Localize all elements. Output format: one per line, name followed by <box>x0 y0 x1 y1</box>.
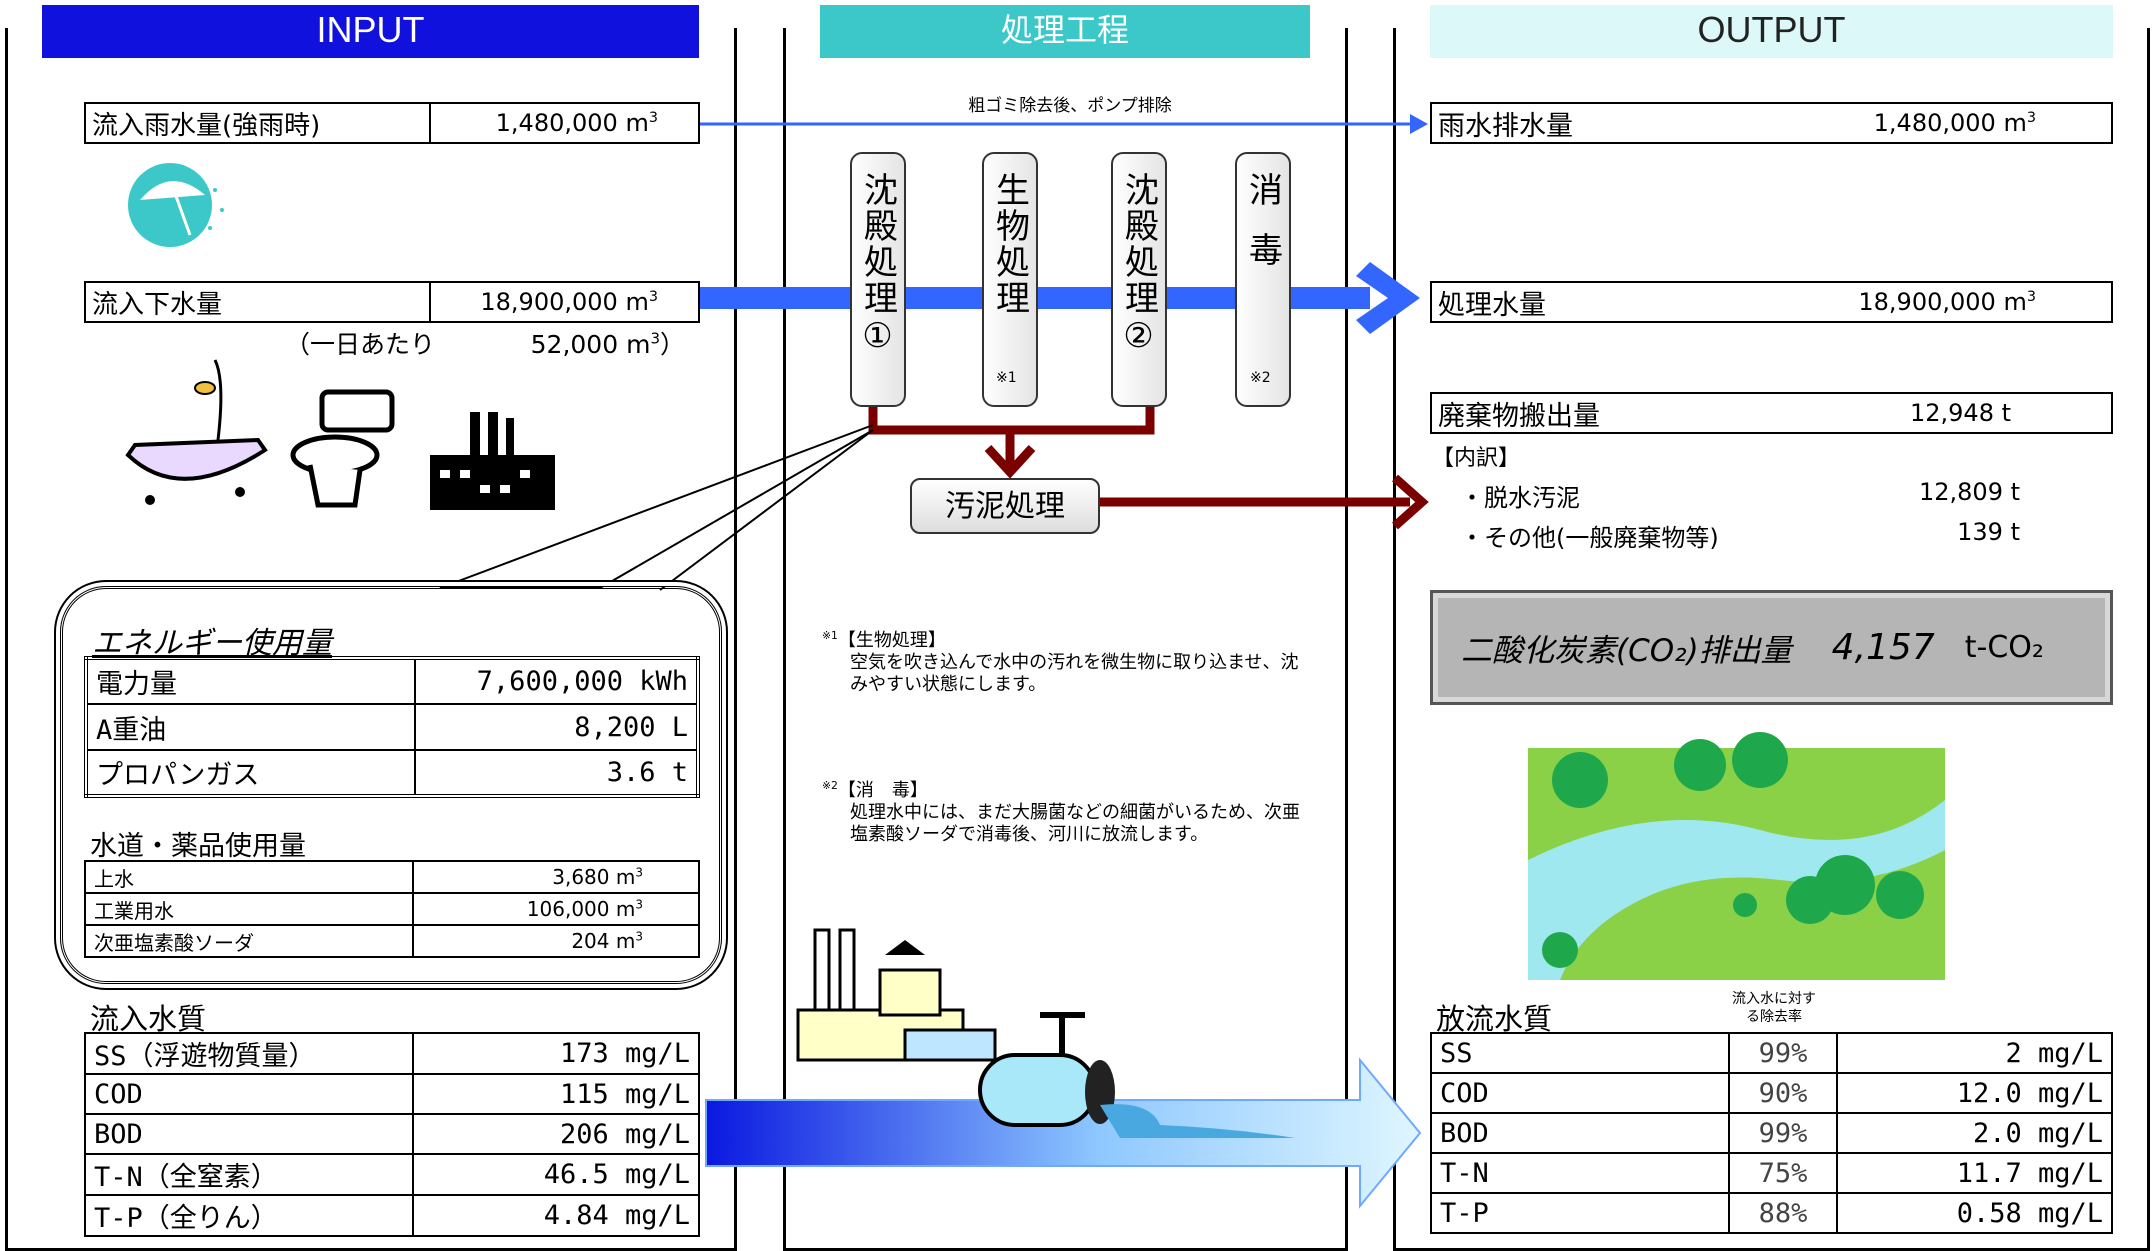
process-header: 処理工程 <box>820 5 1310 58</box>
co2-unit: t-CO₂ <box>1964 630 2044 665</box>
energy-title: エネルギー使用量 <box>92 626 332 661</box>
bathtub-icon <box>125 359 268 505</box>
output-treated-value: 18,900,000 <box>1858 288 1996 316</box>
note-disinfection: ※2【消 毒】 処理水中には、まだ大腸菌などの細菌がいるため、次亜塩素酸ソーダで… <box>822 779 1300 845</box>
output-rain-box: 雨水排水量 1,480,000 m3 <box>1430 102 2113 144</box>
biological-note-mark: ※1 <box>996 370 1017 386</box>
sewage-arrow-head <box>1356 262 1420 334</box>
note-biological: ※1【生物処理】 空気を吹き込んで水中の汚れを微生物に取り込ませ、沈みやすい状態… <box>822 629 1299 695</box>
discharge-arrow <box>705 1057 1422 1209</box>
input-sewage-label: 流入下水量 <box>86 283 431 321</box>
treatment-plant-icon <box>796 928 997 1062</box>
process-step-sedimentation-2: 沈殿処理② <box>1111 152 1167 407</box>
sludge-down-arrow <box>984 444 1036 479</box>
output-rain-label: 雨水排水量 <box>1438 110 1573 142</box>
disinfection-note-mark: ※2 <box>1250 370 1271 386</box>
energy-bubble <box>60 586 722 984</box>
sludge-box: 汚泥処理 <box>910 478 1100 534</box>
pump-note: 粗ゴミ除去後、ポンプ排除 <box>968 96 1172 116</box>
output-waste-box: 廃棄物搬出量 12,948 t <box>1430 392 2113 434</box>
rain-arrow-head <box>1410 114 1428 134</box>
discharge-pipe-icon <box>978 1012 1295 1138</box>
toilet-icon <box>290 389 395 508</box>
process-step-disinfection: 消毒 <box>1235 152 1291 407</box>
output-treated-box: 処理水量 18,900,000 m3 <box>1430 281 2113 323</box>
output-rain-value: 1,480,000 <box>1873 109 1996 137</box>
rain-umbrella-icon <box>128 163 224 247</box>
process-step-biological: 生物処理 <box>982 152 1038 407</box>
co2-value: 4,157 <box>1831 627 1935 668</box>
output-waste-label: 廃棄物搬出量 <box>1438 400 1600 432</box>
input-rain-box: 流入雨水量(強雨時) 1,480,000 m3 <box>84 102 700 144</box>
factory-icon <box>430 412 555 510</box>
process-step-sedimentation-1: 沈殿処理① <box>850 152 906 407</box>
breakdown-item: ・その他(一般廃棄物等)139 t <box>1460 518 2020 552</box>
sludge-collector <box>868 405 1155 435</box>
co2-box: 二酸化炭素(CO₂)排出量 4,157 t-CO₂ <box>1430 590 2113 705</box>
removal-header: 流入水に対する除去率 <box>1732 991 1816 1025</box>
input-sewage-box: 流入下水量 18,900,000 m3 <box>84 281 700 323</box>
output-header: OUTPUT <box>1430 5 2113 58</box>
input-rain-value: 1,480,000 <box>495 109 618 137</box>
input-sewage-value: 18,900,000 <box>480 288 618 316</box>
output-waste-value: 12,948 t <box>1909 399 2011 427</box>
input-quality-title: 流入水質 <box>90 1002 207 1036</box>
input-quality-row: SS（浮遊物質量）173 mg/L <box>84 1032 700 1075</box>
daily-amount: （一日あたり 52,000 m3） <box>285 329 685 359</box>
input-header: INPUT <box>42 5 699 58</box>
output-quality-title: 放流水質 <box>1436 1002 1553 1036</box>
breakdown-title: 【内訳】 <box>1432 446 1521 471</box>
input-rain-label: 流入雨水量(強雨時) <box>86 104 431 142</box>
river-landscape-image <box>1528 732 1945 980</box>
water-title: 水道・薬品使用量 <box>90 831 306 862</box>
output-treated-label: 処理水量 <box>1438 289 1546 321</box>
input-quality-row: T-P（全りん）4.84 mg/L <box>84 1194 700 1237</box>
co2-label: 二酸化炭素(CO₂)排出量 <box>1461 633 1792 669</box>
input-quality-row: T-N（全窒素）46.5 mg/L <box>84 1153 700 1196</box>
